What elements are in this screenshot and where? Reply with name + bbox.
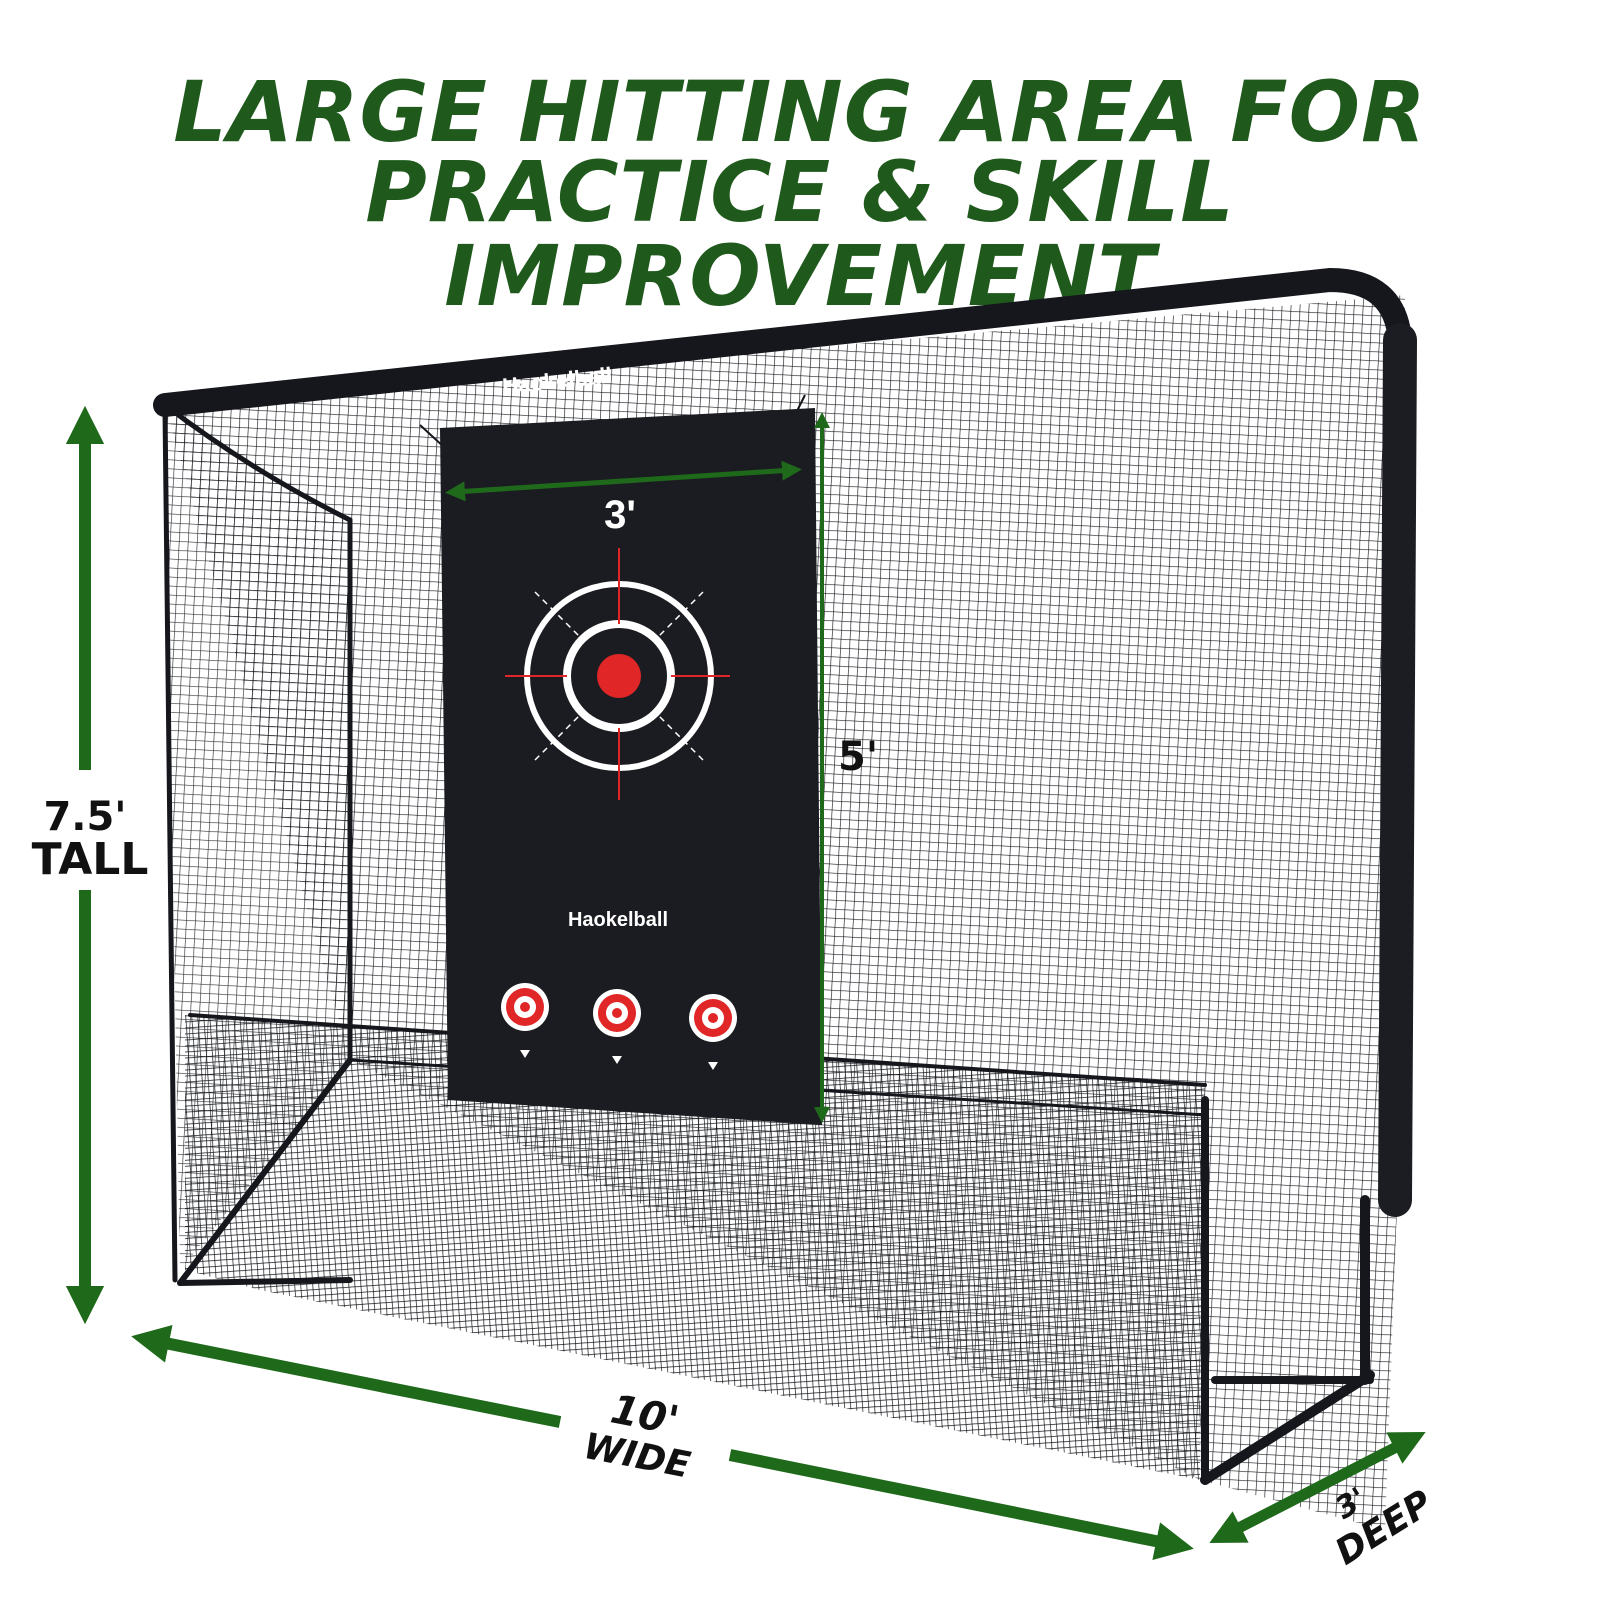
bullseye-target bbox=[505, 548, 730, 800]
small-target bbox=[593, 989, 641, 1064]
target-width-label: 3' bbox=[604, 493, 636, 537]
target-height-label: 5' bbox=[838, 734, 878, 780]
height-dimension: 7.5' TALL bbox=[32, 405, 149, 1325]
small-target bbox=[501, 983, 549, 1058]
target-panel: Haokelball bbox=[419, 394, 822, 1125]
height-value-label: 7.5' bbox=[43, 794, 126, 840]
headline-line-1: LARGE HITTING AREA FOR bbox=[173, 63, 1427, 161]
target-brand-logo: Haokelball bbox=[568, 909, 668, 931]
target-height-dimension: 5' bbox=[814, 412, 878, 1123]
small-target-row bbox=[501, 983, 737, 1070]
small-target bbox=[689, 994, 737, 1070]
target-width-dimension: 3' bbox=[445, 460, 802, 537]
width-unit-label: WIDE bbox=[580, 1426, 694, 1487]
height-unit-label: TALL bbox=[32, 834, 149, 885]
